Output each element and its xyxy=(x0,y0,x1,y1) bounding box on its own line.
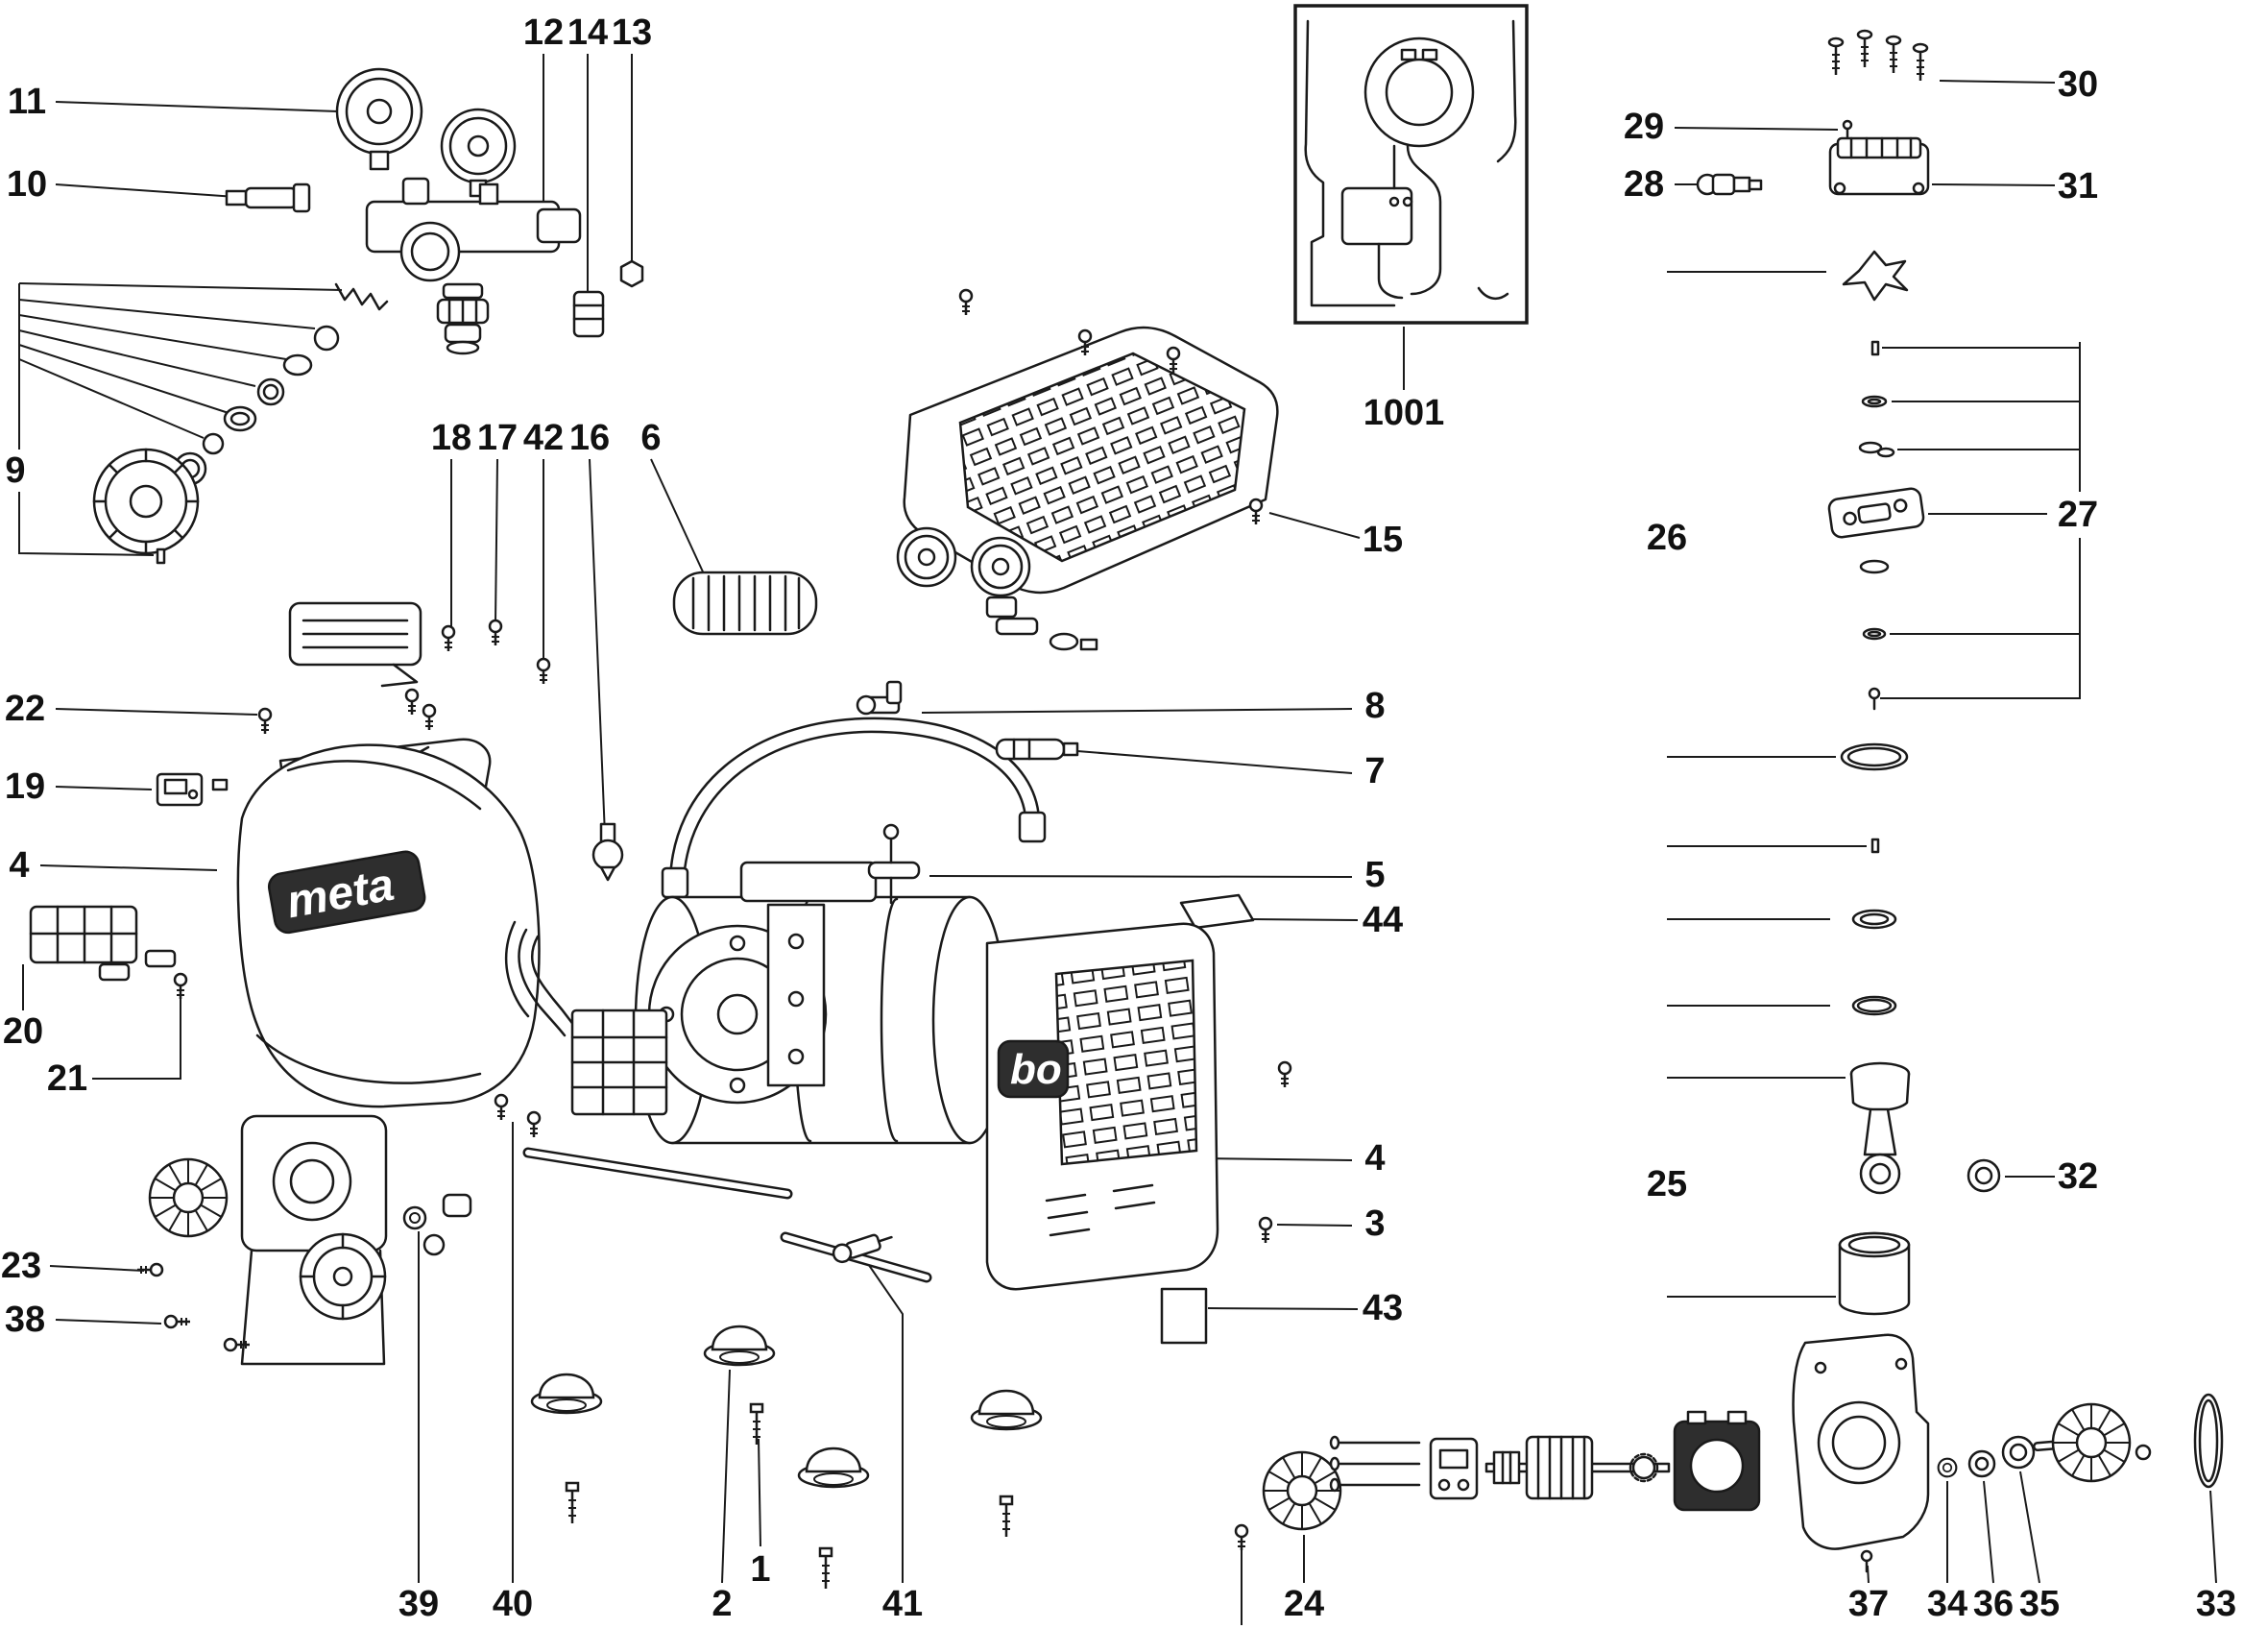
pressure-switch-19 xyxy=(156,772,229,807)
motor-mount-plate xyxy=(739,861,878,1087)
pressure-gauge-1 xyxy=(335,67,423,171)
valve-head-31 xyxy=(1828,136,1930,196)
regulator-manifold xyxy=(365,177,605,338)
label-plate-44 xyxy=(1179,893,1255,930)
quick-coupler xyxy=(436,282,490,355)
check-valve-16 xyxy=(591,822,624,882)
bearing-36 xyxy=(1967,1449,1996,1478)
brush-holder xyxy=(1429,1437,1479,1500)
motor-bolts xyxy=(1329,1435,1421,1493)
cover-plate-42 xyxy=(288,601,422,688)
axle-rods xyxy=(522,1147,932,1283)
rubber-feet xyxy=(530,1325,1043,1591)
inset-detail-1001 xyxy=(1293,4,1529,325)
brand-text-bo: bo xyxy=(1010,1046,1062,1093)
stator xyxy=(1673,1410,1761,1512)
cable-clamp-21 xyxy=(144,949,177,968)
screw-37 xyxy=(1860,1549,1873,1573)
top-cover-15 xyxy=(903,326,1279,595)
handle-grip-6 xyxy=(672,571,818,636)
bearing-35 xyxy=(2001,1435,2036,1470)
drain-fitting-10 xyxy=(225,182,311,213)
elbow-fitting-8 xyxy=(856,680,903,716)
spring xyxy=(334,282,389,311)
nut-13 xyxy=(619,259,644,288)
bearing-32 xyxy=(1966,1158,2001,1193)
cylinder-sleeve xyxy=(1838,1231,1911,1316)
fan-housing: bo xyxy=(985,922,1219,1345)
fan-wheel xyxy=(2033,1402,2152,1483)
drain-valve-41 xyxy=(832,1233,893,1264)
star-gasket xyxy=(1842,250,1909,302)
drive-ring-33 xyxy=(2193,1393,2224,1489)
pump-assembly xyxy=(148,1114,472,1366)
fan-impeller-24 xyxy=(1262,1450,1342,1531)
wiring xyxy=(505,920,576,1037)
panel-gauges xyxy=(896,526,1098,651)
air-fitting-28 xyxy=(1696,173,1763,196)
carry-handle xyxy=(661,717,1047,899)
pressure-gauge-2 xyxy=(440,108,517,198)
seal-stack xyxy=(173,325,340,486)
hose-fitting-7 xyxy=(995,738,1079,761)
piston-conrod xyxy=(1849,1061,1911,1195)
leader-lines xyxy=(18,54,2217,1625)
safety-valve-5 xyxy=(867,823,921,905)
valve-stack xyxy=(1827,340,1925,1016)
crankcase-bracket xyxy=(1792,1333,1930,1550)
armature-rotor xyxy=(1484,1435,1671,1500)
regulator-knob-9 xyxy=(92,448,200,565)
head-screws-30 xyxy=(1827,29,1929,83)
terminal-block-20 xyxy=(29,905,138,982)
control-board xyxy=(570,1009,668,1116)
switch-shroud-4: meta xyxy=(236,743,541,1108)
